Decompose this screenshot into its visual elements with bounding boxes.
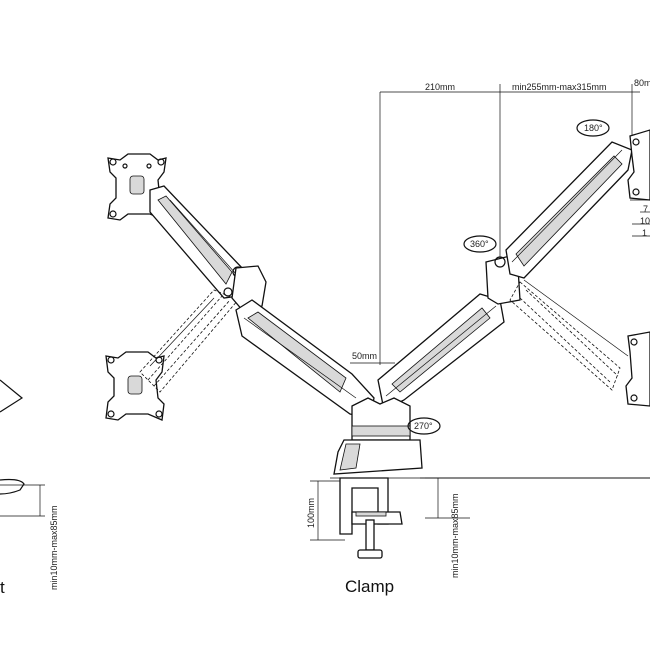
rotation-360-badge: 360° [463,235,497,253]
mid-dimensions: 50mm 100mm [306,351,395,541]
rotation-270-badge: 270° [407,417,441,435]
rotation-180-label: 180° [584,123,603,133]
rotation-180-badge: 180° [576,119,610,137]
dim-80-label: 80m [634,78,650,88]
left-upper-arm [149,185,245,299]
right-upper-vesa-plate: 7 10 1 [627,129,650,238]
rotation-270-label: 270° [414,421,433,431]
small-dim-7: 7 [643,204,648,214]
right-upper-arm [505,141,633,279]
left-partial-view: min10mm-max85mm t [0,379,59,597]
clamp-caption: Clamp [345,577,394,596]
right-lower-vesa-plate [625,331,650,407]
rotation-360-label: 360° [470,239,489,249]
center-pole [333,397,423,475]
right-forearm [377,293,505,411]
left-forearm [231,265,375,419]
dim-50-label: 50mm [352,351,377,361]
dim-210-label: 210mm [425,82,455,92]
left-lower-vesa-plate [105,351,165,421]
left-clamp-range-label: min10mm-max85mm [49,505,59,590]
left-view-caption: t [0,578,5,597]
small-dim-1: 1 [642,228,647,238]
small-dim-10: 10 [640,216,650,226]
dim-reach-label: min255mm-max315mm [512,82,607,92]
desk-clamp: Clamp [330,477,650,596]
right-lower-arm-ghost [509,279,629,391]
right-clamp-dimension: min10mm-max85mm [425,477,650,578]
right-clamp-range-label: min10mm-max85mm [450,493,460,578]
dim-100-label: 100mm [306,498,316,528]
top-dimensions: 210mm min255mm-max315mm 80m [379,78,650,365]
